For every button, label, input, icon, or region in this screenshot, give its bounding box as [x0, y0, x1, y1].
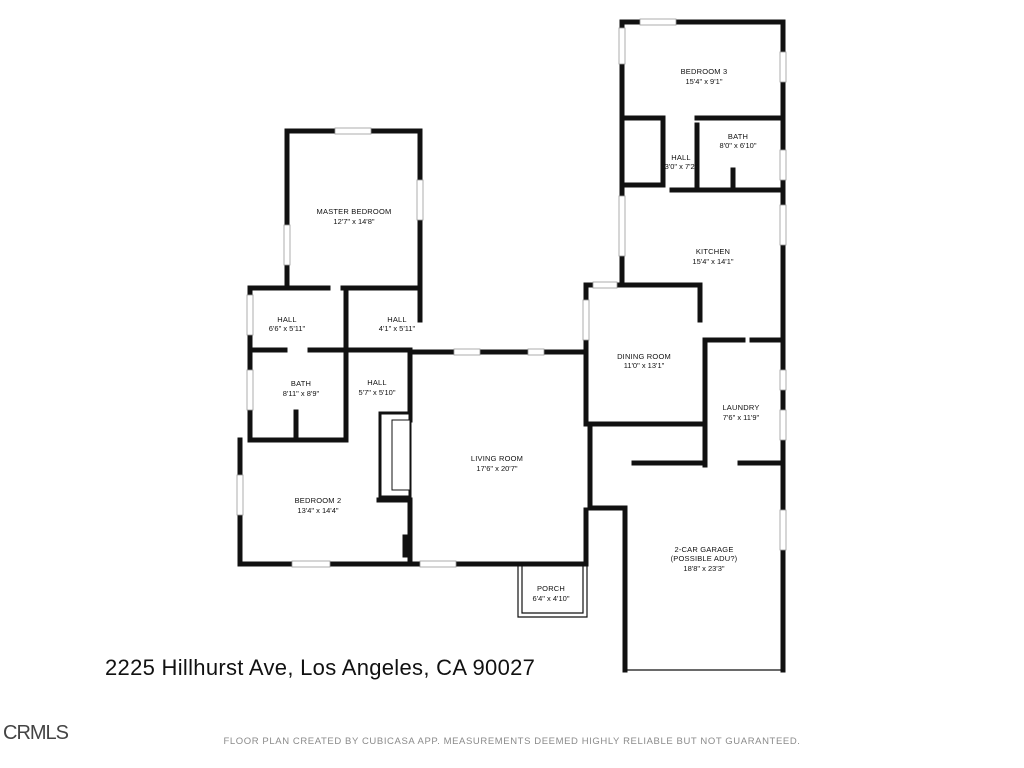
bedroom2-name: BEDROOM 2 — [295, 496, 342, 505]
bath-west-name: BATH — [291, 379, 311, 388]
living-room-dim: 17'6" x 20'7" — [476, 464, 517, 473]
bedroom3-name: BEDROOM 3 — [681, 67, 728, 76]
hall-w3-dim: 5'7" x 5'10" — [359, 388, 396, 397]
laundry-dim: 7'6" x 11'9" — [723, 413, 760, 422]
bedroom3-dim: 15'4" x 9'1" — [686, 77, 723, 86]
hall-w2-name: HALL — [387, 315, 407, 324]
hall-w1-dim: 6'6" x 5'11" — [269, 324, 306, 333]
porch-dim: 6'4" x 4'10" — [533, 594, 570, 603]
hall-w3-name: HALL — [367, 378, 387, 387]
crmls-logo: CRMLS — [3, 722, 69, 744]
hall-east-name: HALL — [671, 153, 691, 162]
porch-name: PORCH — [537, 584, 565, 593]
master-bedroom-dim: 12'7" x 14'8" — [333, 217, 374, 226]
garage-dim: 18'8" x 23'3" — [683, 564, 724, 573]
garage-name: 2-CAR GARAGE — [674, 545, 733, 554]
garage-name-note: (POSSIBLE ADU?) — [671, 554, 738, 563]
bedroom2-dim: 13'4" x 14'4" — [297, 506, 338, 515]
bath-west-dim: 8'11" x 8'9" — [283, 389, 320, 398]
hall-east-dim: 3'0" x 7'2" — [665, 162, 698, 171]
hall-w2-dim: 4'1" x 5'11" — [379, 324, 416, 333]
property-address: 2225 Hillhurst Ave, Los Angeles, CA 9002… — [105, 655, 536, 680]
master-bedroom-name: MASTER BEDROOM — [317, 207, 392, 216]
dining-room-name: DINING ROOM — [617, 352, 671, 361]
living-room-name: LIVING ROOM — [471, 454, 523, 463]
disclaimer-text: FLOOR PLAN CREATED BY CUBICASA APP. MEAS… — [223, 736, 801, 747]
bath-east-name: BATH — [728, 132, 748, 141]
west-wing-walls — [237, 128, 589, 618]
kitchen-dim: 15'4" x 14'1" — [692, 257, 733, 266]
kitchen-name: KITCHEN — [696, 247, 730, 256]
hall-w1-name: HALL — [277, 315, 297, 324]
laundry-name: LAUNDRY — [722, 403, 759, 412]
dining-room-dim: 11'0" x 13'1" — [624, 361, 665, 370]
bath-east-dim: 8'0" x 6'10" — [720, 141, 757, 150]
windows — [236, 18, 787, 568]
